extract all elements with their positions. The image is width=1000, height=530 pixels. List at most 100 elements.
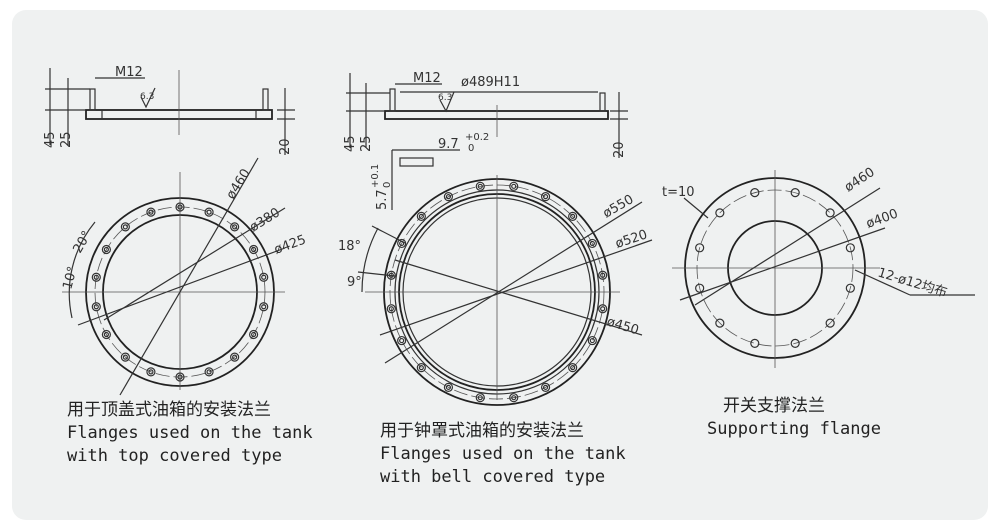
bolt-hole (598, 304, 608, 314)
bolt-hole (146, 367, 156, 377)
bolt-hole (232, 224, 238, 230)
dim-roughness: 6.3 (438, 93, 452, 103)
caption-right-en: Supporting flange (707, 419, 881, 439)
bolt-hole (825, 208, 835, 218)
bolt-hole (146, 207, 156, 217)
bolt-hole (259, 302, 269, 312)
dim-18deg: 18° (338, 239, 361, 254)
bolt-hole (589, 240, 595, 247)
bolt-hole (790, 188, 800, 198)
bolt-hole (399, 240, 405, 247)
dim-tol-lower: 0 (468, 143, 474, 154)
bolt-hole (695, 243, 705, 253)
bolt-hole (206, 209, 212, 215)
dim-d520: ø520 (614, 227, 650, 251)
bolt-hole (475, 393, 485, 403)
dim-25: 25 (359, 135, 374, 152)
dim-25: 25 (59, 131, 74, 148)
left-flange-plan: ø460 ø380 ø425 10° 20° (60, 157, 308, 396)
bolt-hole (122, 224, 128, 230)
bolt-hole (790, 338, 800, 348)
dim-d380: ø380 (247, 205, 283, 235)
dim-tol-upper: +0.2 (465, 132, 489, 143)
bolt-hole (587, 335, 597, 346)
caption-middle-cn: 用于钟罩式油箱的安装法兰 (380, 421, 584, 441)
dim-thickness: t=10 (662, 185, 695, 200)
bolt-hole (600, 306, 606, 312)
bolt-hole (825, 318, 835, 328)
bolt-hole (598, 270, 608, 280)
bolt-hole (251, 331, 257, 338)
caption-middle-en-1: Flanges used on the tank (380, 444, 626, 464)
bolt-hole (259, 272, 269, 282)
caption-left-cn: 用于顶盖式油箱的安装法兰 (67, 400, 271, 420)
dim-20deg: 20° (70, 229, 95, 256)
bolt-hole (103, 331, 109, 338)
bolt-hole (695, 283, 705, 293)
bolt-hole (177, 374, 183, 380)
dim-d489h11: ø489H11 (461, 75, 520, 90)
caption-left-en-1: Flanges used on the tank (67, 423, 313, 443)
bolt-hole (206, 369, 212, 375)
bolt-hole (175, 202, 185, 212)
dim-d460: ø460 (224, 166, 254, 202)
dim-d425: ø425 (272, 232, 308, 257)
bolt-hole (388, 306, 394, 312)
bolt-hole (249, 244, 259, 255)
bolt-hole (386, 304, 396, 314)
dim-20: 20 (612, 141, 627, 158)
dim-9deg: 9° (347, 275, 362, 290)
bolt-hole (122, 354, 128, 360)
bolt-hole (93, 274, 99, 280)
dim-10deg: 10° (60, 265, 80, 291)
bolt-hole (388, 272, 394, 278)
bolt-hole (120, 352, 130, 362)
bolt-hole (204, 367, 214, 377)
bolt-hole (120, 222, 130, 232)
bolt-hole (477, 395, 483, 401)
bolt-hole (93, 304, 99, 310)
left-side-view: M12 6.3 45 25 20 (43, 65, 295, 155)
bolt-hole (261, 274, 267, 280)
bolt-hole (261, 304, 267, 310)
bolt-hole (416, 211, 426, 221)
bolt-hole (542, 384, 549, 390)
bolt-hole (445, 194, 452, 200)
bolt-hole (845, 283, 855, 293)
bolt-hole (204, 207, 214, 217)
bolt-hole (232, 354, 238, 360)
caption-right-cn: 开关支撑法兰 (723, 396, 825, 416)
bolt-hole (148, 369, 154, 375)
bolt-hole (418, 365, 424, 371)
dim-d460: ø460 (842, 165, 878, 195)
bolt-hole (416, 363, 426, 373)
bolt-hole (750, 188, 760, 198)
bolt-hole (148, 209, 154, 215)
dim-20: 20 (278, 138, 293, 155)
dim-m12: M12 (413, 71, 441, 86)
dim-d400: ø400 (864, 206, 900, 231)
bolt-hole (845, 243, 855, 253)
bolt-hole (230, 352, 240, 362)
bolt-hole (91, 302, 101, 312)
bolt-hole (568, 363, 578, 373)
bolt-hole (230, 222, 240, 232)
bolt-hole (587, 238, 597, 249)
dim-45: 45 (43, 131, 58, 148)
dim-45: 45 (343, 135, 358, 152)
bolt-hole (509, 181, 519, 191)
bolt-hole (540, 382, 551, 392)
bolt-hole (103, 246, 109, 253)
bolt-hole (101, 329, 111, 340)
bolt-hole (177, 204, 183, 210)
dim-5-7: 5.7 (375, 189, 390, 210)
dim-roughness: 6.3 (140, 92, 154, 102)
bolt-hole (251, 246, 257, 253)
bolt-hole (511, 183, 517, 189)
caption-middle-en-2: with bell covered type (380, 467, 605, 487)
bolt-hole (477, 183, 483, 189)
bolt-hole (397, 238, 407, 249)
bolt-hole (568, 211, 578, 221)
caption-left-en-2: with top covered type (67, 446, 282, 466)
bolt-hole (570, 365, 576, 371)
